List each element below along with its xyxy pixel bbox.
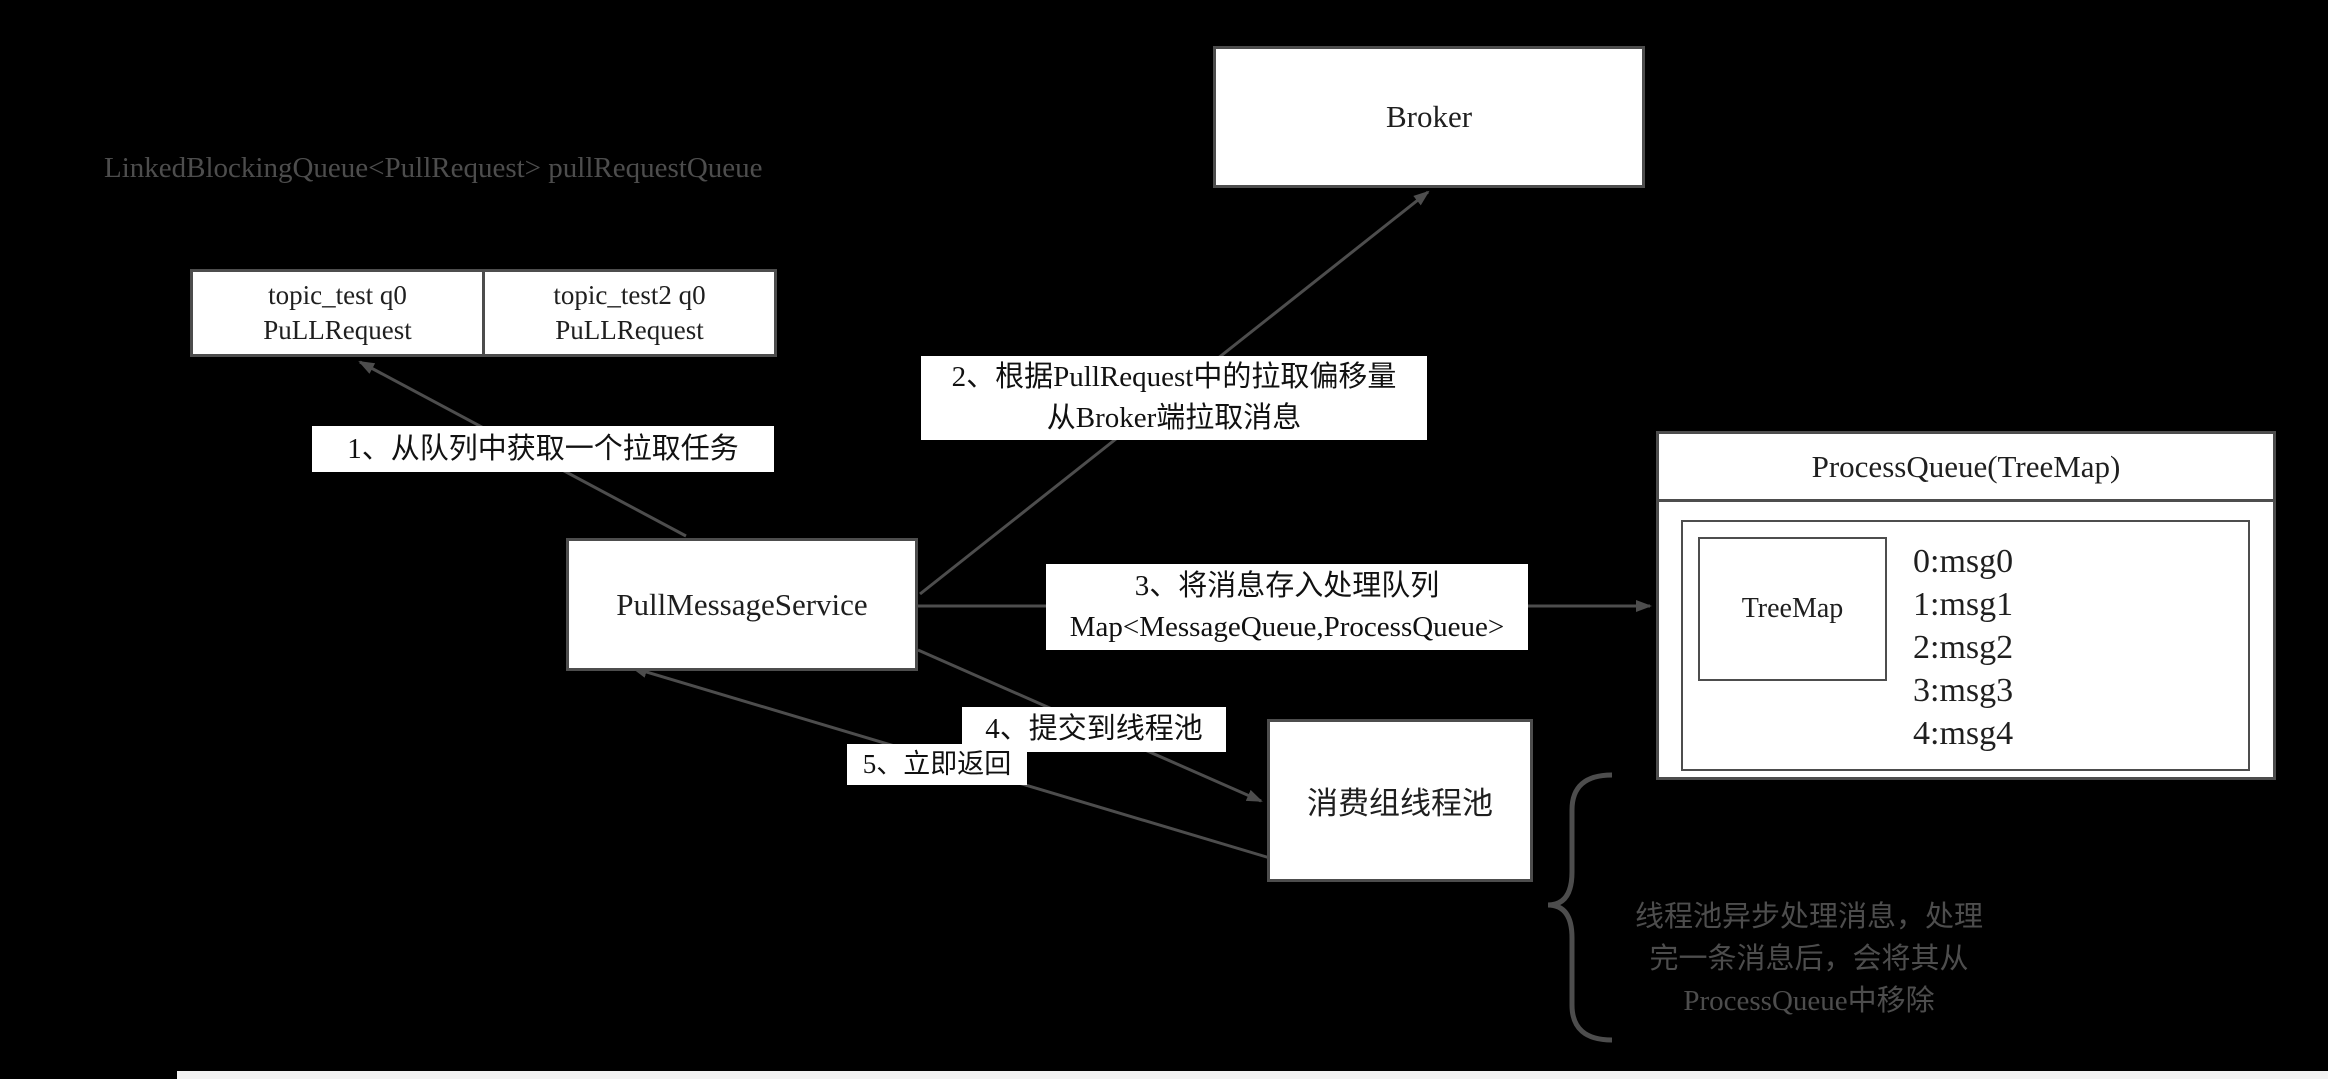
treemap-node: TreeMap <box>1698 537 1887 681</box>
step3-line2: Map<MessageQueue,ProcessQueue> <box>1069 611 1505 643</box>
message-list: 0:msg0 1:msg1 2:msg2 3:msg3 4:msg4 <box>1913 540 2013 755</box>
process-queue-node: ProcessQueue(TreeMap) TreeMap 0:msg0 1:m… <box>1656 431 2276 780</box>
pull-request-1-topic: topic_test q0 <box>268 279 407 310</box>
step3-line1: 3、将消息存入处理队列 <box>1134 570 1440 603</box>
async-processing-note: 线程池异步处理消息，处理 完一条消息后，会将其从 ProcessQueue中移除 <box>1599 896 2019 1022</box>
process-queue-body: TreeMap 0:msg0 1:msg1 2:msg2 3:msg3 4:ms… <box>1681 520 2250 771</box>
broker-label: Broker <box>1385 99 1473 134</box>
step2-label: 2、根据PullRequest中的拉取偏移量 从Broker端拉取消息 <box>921 356 1427 440</box>
pull-request-node-2: topic_test2 q0 PuLLRequest <box>482 269 777 357</box>
step4-label: 4、提交到线程池 <box>962 707 1226 752</box>
step2-line1: 2、根据PullRequest中的拉取偏移量 <box>951 361 1397 394</box>
message-item-4: 4:msg4 <box>1913 715 2014 752</box>
step5-label: 5、立即返回 <box>847 744 1027 785</box>
pull-message-service-node: PullMessageService <box>566 538 918 671</box>
curly-brace <box>1547 772 1613 1043</box>
message-item-3: 3:msg3 <box>1913 672 2014 709</box>
message-item-1: 1:msg1 <box>1913 586 2014 623</box>
async-note-line2: 完一条消息后，会将其从 <box>1649 943 1969 976</box>
step1-label: 1、从队列中获取一个拉取任务 <box>312 426 774 472</box>
broker-node: Broker <box>1213 46 1645 188</box>
pull-request-2-topic: topic_test2 q0 <box>553 279 706 310</box>
pull-request-queue: topic_test q0 PuLLRequest topic_test2 q0… <box>190 269 777 357</box>
bottom-strip <box>177 1071 2328 1079</box>
async-note-line3: ProcessQueue中移除 <box>1683 985 1935 1018</box>
pull-request-1-type: PuLLRequest <box>263 315 412 345</box>
step3-label: 3、将消息存入处理队列 Map<MessageQueue,ProcessQueu… <box>1046 564 1528 650</box>
consumer-pool-node: 消费组线程池 <box>1267 719 1533 882</box>
consumer-pool-label: 消费组线程池 <box>1307 786 1493 821</box>
process-queue-title: ProcessQueue(TreeMap) <box>1659 434 2273 502</box>
pull-request-queue-note: LinkedBlockingQueue<PullRequest> pullReq… <box>104 152 763 184</box>
pull-request-2-type: PuLLRequest <box>555 315 704 345</box>
async-note-line1: 线程池异步处理消息，处理 <box>1634 901 1983 933</box>
message-item-2: 2:msg2 <box>1913 629 2014 666</box>
pull-request-node-1: topic_test q0 PuLLRequest <box>190 269 485 357</box>
pull-message-service-label: PullMessageService <box>616 586 868 622</box>
step2-line2: 从Broker端拉取消息 <box>1046 402 1302 434</box>
message-item-0: 0:msg0 <box>1913 543 2014 580</box>
